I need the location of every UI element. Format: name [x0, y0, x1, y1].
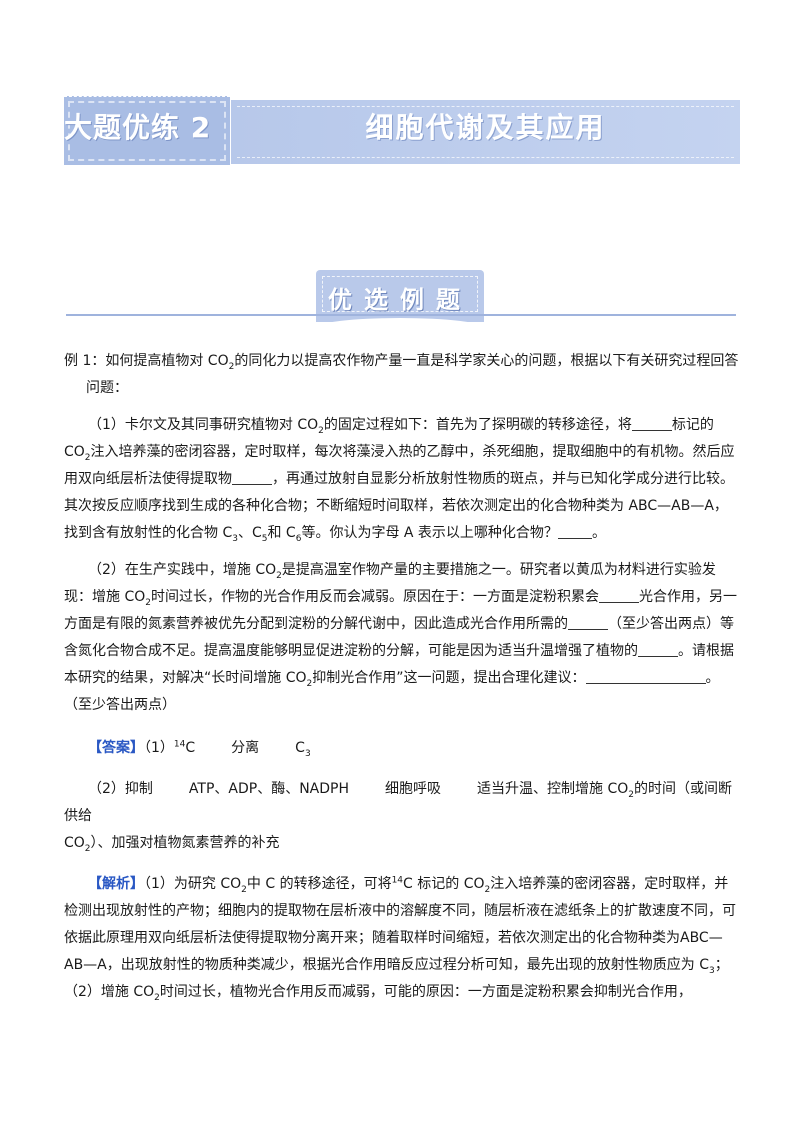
blank-7: [585, 669, 706, 684]
analysis-label: 【解析】: [88, 876, 144, 892]
topic-title: 细胞代谢及其应用: [365, 111, 606, 144]
analysis-paragraph: 【解析】（1）为研究 CO2中 C 的转移途径，可将14C 标记的 CO2注入培…: [64, 875, 736, 1003]
blank-6: [638, 642, 678, 657]
section-tag: [316, 270, 484, 328]
section-heading: 优选例题: [328, 286, 472, 314]
answer-label: 【答案】: [88, 740, 144, 756]
blank-4: [598, 588, 639, 603]
question-part-2: （2）在生产实践中，增施 CO2是提高温室作物产量的主要措施之一。研究者以黄瓜为…: [64, 562, 737, 713]
banner-left-block: [64, 96, 230, 165]
blank-5: [568, 615, 608, 630]
header-banner: 大题优练 2 细胞代谢及其应用: [0, 0, 800, 200]
blank-2: [232, 470, 272, 485]
question-intro: 例 1：如何提高植物对 CO2的同化力以提高农作物产量一直是科学家关心的问题，根…: [64, 353, 739, 396]
exercise-title: 大题优练 2: [64, 111, 212, 144]
document-body: 例 1：如何提高植物对 CO2的同化力以提高农作物产量一直是科学家关心的问题，根…: [64, 348, 740, 1006]
blank-1: [631, 416, 672, 431]
blank-3: [557, 524, 592, 539]
section-divider: [66, 314, 736, 316]
question-part-1: （1）卡尔文及其同事研究植物对 CO2的固定过程如下：首先为了探明碳的转移途径，…: [64, 416, 735, 544]
banner-right-block: [231, 100, 740, 164]
